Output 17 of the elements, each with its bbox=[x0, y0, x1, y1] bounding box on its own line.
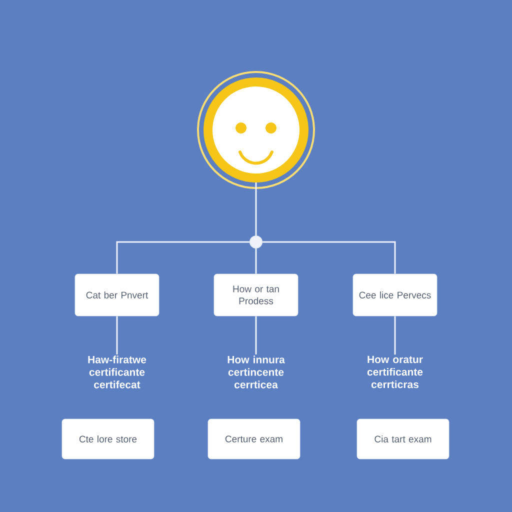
connector-line bbox=[255, 248, 257, 274]
connector-line bbox=[262, 241, 396, 274]
step-label: How oratur certificante cerrticras bbox=[367, 356, 423, 388]
connector-line bbox=[116, 316, 118, 354]
connector-line bbox=[255, 182, 257, 236]
process-box: Cia tart exam bbox=[356, 418, 450, 460]
connector-line bbox=[116, 241, 250, 274]
process-box: Certure exam bbox=[208, 418, 300, 460]
step-label: How innura certincente cerrticea bbox=[228, 356, 285, 388]
step-label: Haw-firatwe certificante certifecat bbox=[88, 356, 146, 388]
connector-line bbox=[255, 316, 257, 354]
connector-line bbox=[394, 316, 396, 355]
process-box: Cat ber Pnvert bbox=[74, 274, 160, 316]
process-box: Cee lice Pervecs bbox=[352, 274, 438, 316]
process-box: How or tan Prodess bbox=[214, 274, 298, 316]
process-box: Cte lore store bbox=[62, 418, 154, 460]
smiley-icon bbox=[197, 71, 315, 189]
